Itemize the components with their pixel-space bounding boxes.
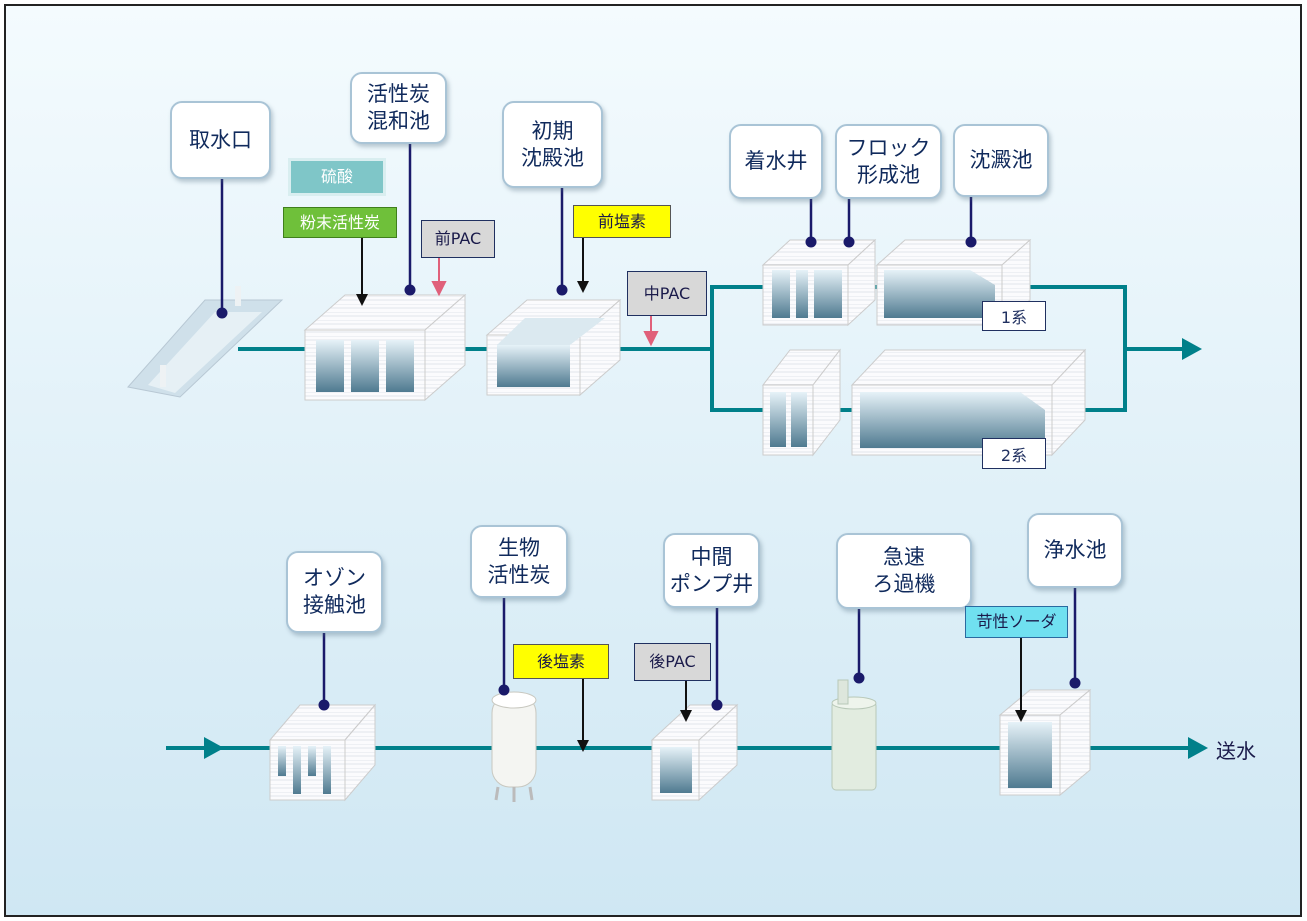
label-pac-mixing-basin: 活性炭 混和池 bbox=[350, 72, 447, 144]
clear-water-well bbox=[998, 688, 1092, 797]
label-rapid-filter: 急速 ろ過機 bbox=[836, 533, 972, 609]
dose-arrows-pac bbox=[431, 258, 659, 347]
line1-floc-basin bbox=[761, 238, 877, 327]
tag-pre-pac: 前PAC bbox=[421, 220, 495, 258]
tag-mid-pac: 中PAC bbox=[627, 271, 707, 316]
rapid-filter-vessel bbox=[831, 679, 877, 791]
top-outflow-arrow bbox=[1182, 338, 1202, 360]
leader-dots bbox=[216, 236, 1081, 711]
line2-sedimentation-basin bbox=[850, 348, 1087, 457]
tag-powdered-carbon: 粉末活性炭 bbox=[283, 207, 397, 238]
ozone-contact-tank bbox=[268, 703, 377, 802]
label-intermediate-pump: 中間 ポンプ井 bbox=[663, 533, 760, 608]
label-intake: 取水口 bbox=[170, 101, 271, 179]
tag-sulfuric-acid: 硫酸 bbox=[288, 158, 386, 196]
tag-line2: 2系 bbox=[982, 438, 1046, 469]
tag-post-pac: 後PAC bbox=[634, 643, 711, 681]
label-bac: 生物 活性炭 bbox=[470, 525, 568, 598]
tag-post-chlorine: 後塩素 bbox=[513, 644, 609, 679]
dose-arrows-black bbox=[361, 237, 1022, 742]
leader-lines bbox=[220, 143, 1077, 705]
tag-pre-chlorine: 前塩素 bbox=[573, 205, 671, 238]
tag-caustic-soda: 苛性ソーダ bbox=[965, 606, 1068, 638]
label-supply: 送水 bbox=[1216, 739, 1256, 763]
label-floc-basin: フロック 形成池 bbox=[835, 124, 942, 199]
label-sedimentation: 沈澱池 bbox=[953, 124, 1049, 197]
label-pre-sedimentation: 初期 沈殿池 bbox=[502, 101, 603, 188]
dose-arrowheads-black bbox=[356, 281, 1027, 752]
line1-sedimentation-basin bbox=[875, 238, 1032, 327]
supply-arrow bbox=[1188, 737, 1208, 759]
intermediate-pump-well bbox=[650, 703, 739, 802]
inflow-arrow bbox=[204, 737, 224, 759]
pac-mixing-basin bbox=[303, 293, 467, 402]
line2-floc-basin bbox=[761, 348, 842, 457]
label-receiving-well: 着水井 bbox=[729, 124, 823, 199]
label-clear-water-well: 浄水池 bbox=[1027, 513, 1123, 588]
label-ozone-contact: オゾン 接触池 bbox=[286, 551, 383, 633]
tag-line1: 1系 bbox=[982, 301, 1046, 331]
pre-sedimentation-basin bbox=[485, 298, 622, 397]
intake-structure bbox=[127, 286, 284, 398]
bac-vessel bbox=[491, 691, 537, 802]
